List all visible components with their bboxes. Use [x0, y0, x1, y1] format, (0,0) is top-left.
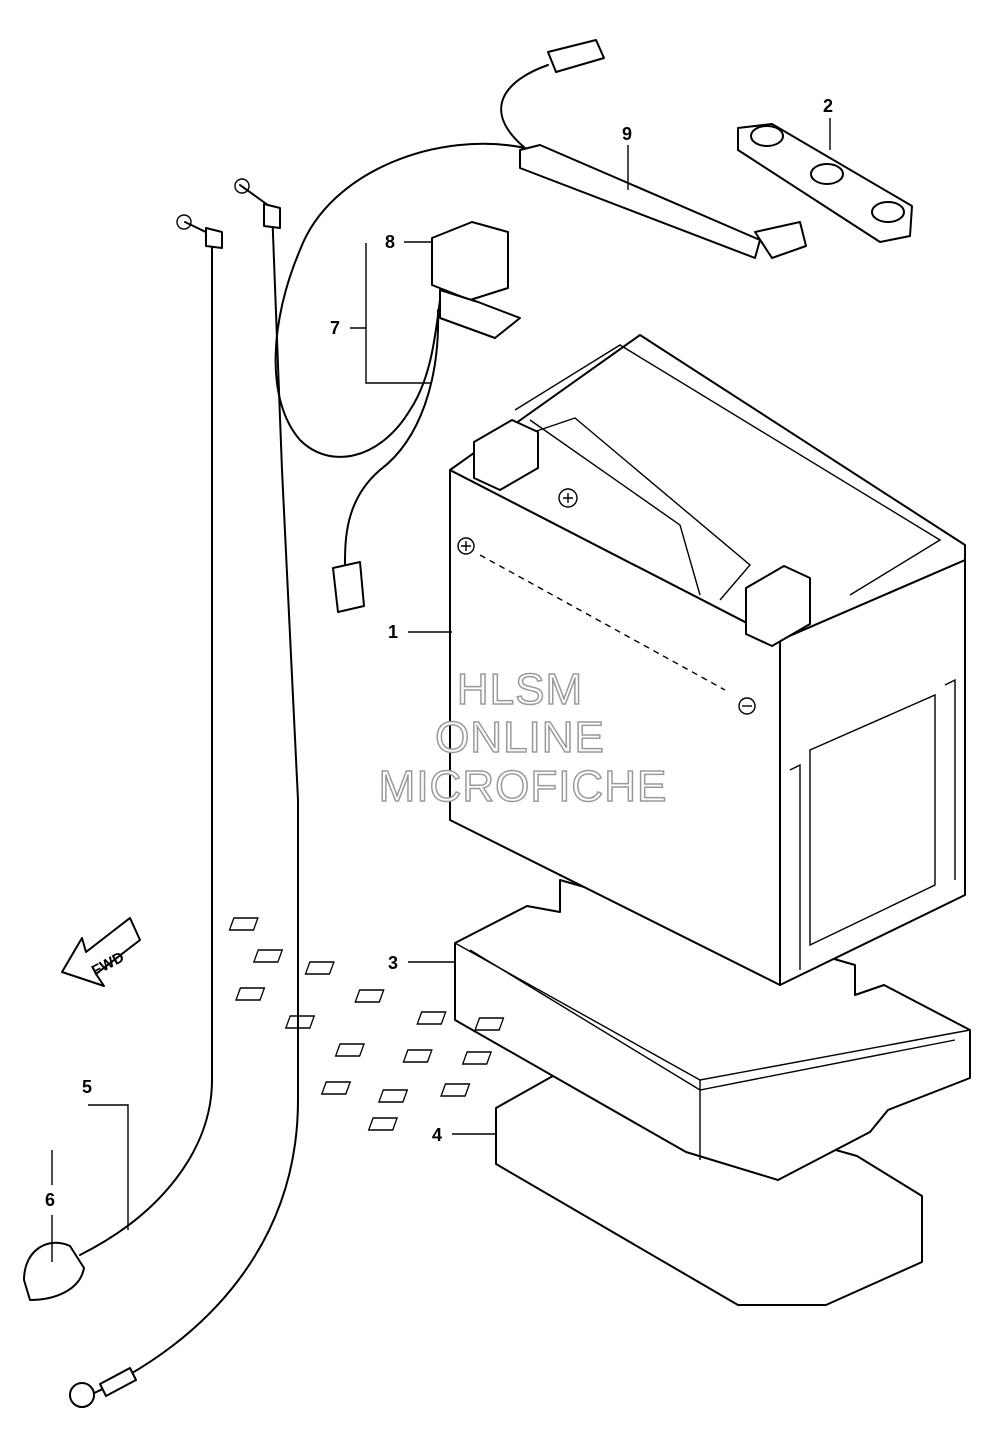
callout-8: 8 — [385, 232, 395, 252]
battery-tray[interactable] — [228, 879, 971, 1181]
battery-cable-9[interactable] — [274, 39, 807, 458]
callout-4: 4 — [432, 1125, 442, 1145]
callout-9: 9 — [622, 124, 632, 144]
callout-2: 2 — [823, 96, 833, 116]
ground-cable-6[interactable] — [69, 178, 299, 1408]
callout-5: 5 — [82, 1077, 92, 1097]
callout-6: 6 — [45, 1190, 55, 1210]
battery[interactable] — [449, 334, 966, 986]
callout-3: 3 — [388, 953, 398, 973]
terminal-bolt-set[interactable] — [737, 123, 913, 243]
callouts: 1 2 3 4 5 6 7 8 9 — [45, 96, 833, 1210]
leader-lines — [51, 118, 831, 1262]
relay-8[interactable] — [431, 221, 521, 339]
relay-lead-7[interactable] — [332, 309, 440, 613]
callout-1: 1 — [388, 622, 398, 642]
fwd-arrow: FWD — [61, 917, 141, 987]
watermark-line-3: MICROFICHE — [379, 762, 668, 811]
terminal-cap[interactable] — [23, 1241, 85, 1301]
watermark: HLSM ONLINE MICROFICHE — [378, 664, 668, 812]
ground-cable-5[interactable] — [79, 214, 223, 1256]
watermark-line-2: ONLINE — [435, 713, 605, 762]
callout-7: 7 — [330, 318, 340, 338]
watermark-line-1: HLSM — [457, 665, 583, 714]
